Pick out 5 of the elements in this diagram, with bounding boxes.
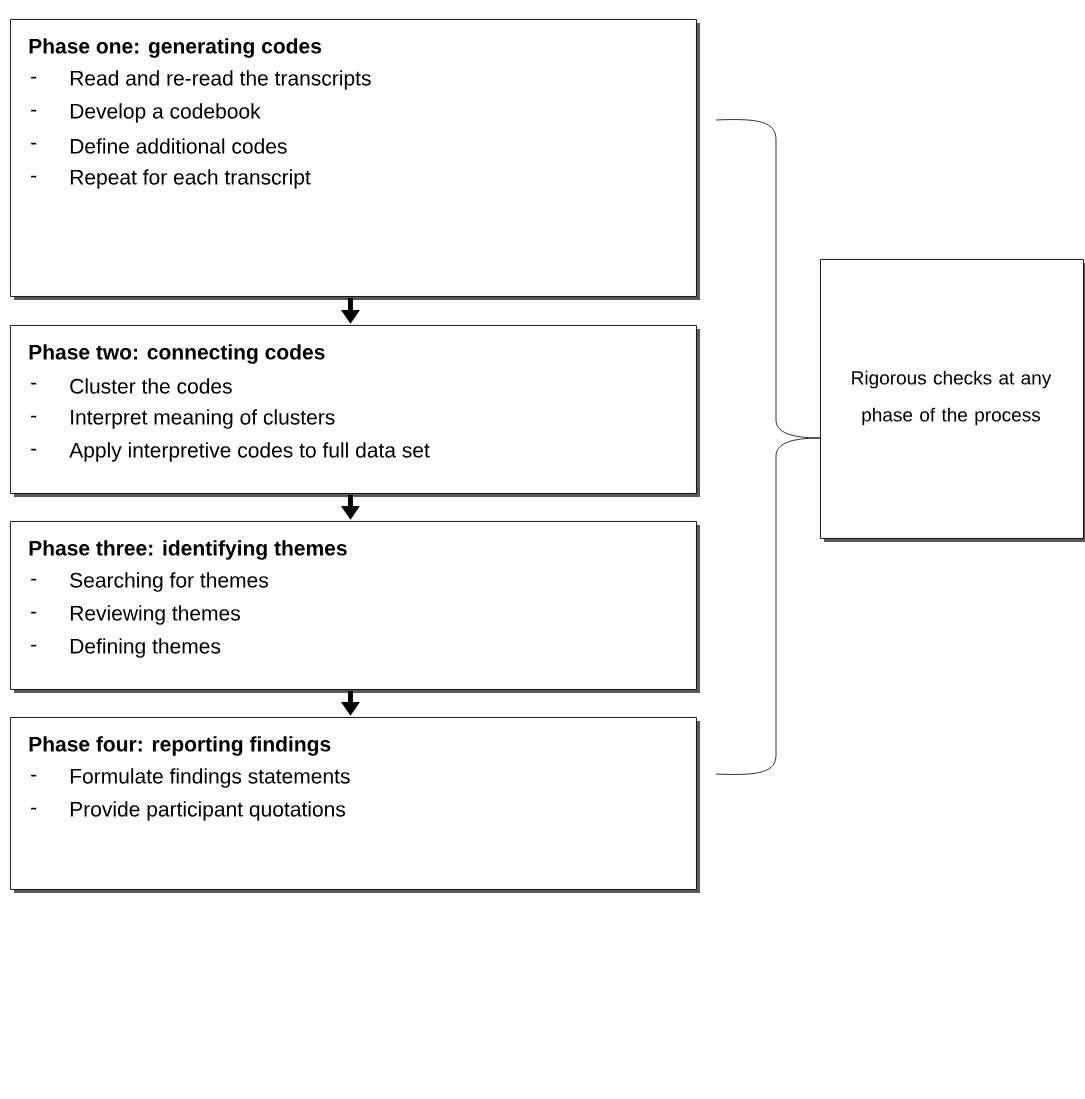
phase-box: Phase three: identifying themes - Searching for themes - Reviewing themes - Defining themes [10,521,700,693]
note-box: Rigorous checks at any phase of the process [820,259,1085,542]
phase-box: Phase two: connecting codes - Cluster the codes - Interpret meaning of clusters - Apply interpretive codes to full data set [10,325,700,497]
phase-box: Phase one: generating codes - Read and re-read the transcripts - Develop a codebook - Define additional codes - Repeat for each transcript [10,19,700,300]
phase-box: Phase four: reporting findings - Formulate findings statements - Provide participant quotations [10,717,700,893]
